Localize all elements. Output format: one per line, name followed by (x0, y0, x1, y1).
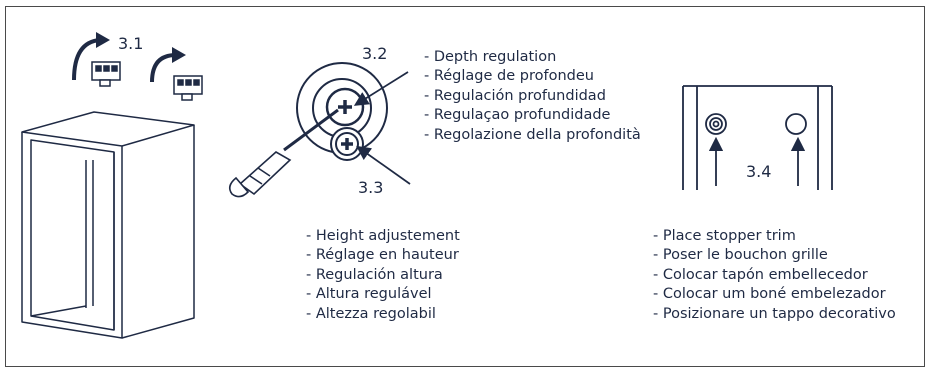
side-panel-icon (682, 85, 833, 190)
step-number-3-1: 3.1 (118, 34, 144, 53)
hinge-plate-icon (91, 61, 203, 101)
height-adjustment-list: - Height adjustement - Réglage en hauteu… (306, 227, 460, 324)
stopper-trim-icon (705, 113, 807, 135)
list-item: - Altura regulável (306, 286, 432, 303)
screwdriver-icon (228, 108, 339, 198)
list-item: - Regulación profundidad (424, 87, 606, 104)
list-item: - Colocar um boné embelezador (653, 286, 886, 303)
list-item: - Regolazione della profondità (424, 126, 641, 143)
list-item: - Height adjustement (306, 228, 460, 244)
stopper-trim-list: - Place stopper trim - Poser le bouchon … (653, 227, 896, 324)
list-item: - Colocar tapón embellecedor (653, 266, 868, 283)
step-number-3-2: 3.2 (362, 44, 388, 63)
cabinet-icon (21, 111, 195, 339)
list-item: - Altezza regolabil (306, 305, 436, 322)
list-item: - Posizionare un tappo decorativo (653, 305, 896, 322)
list-item: - Depth regulation (424, 49, 557, 65)
list-item: - Réglage en hauteur (306, 247, 459, 264)
list-item: - Regulaçao profundidade (424, 107, 611, 124)
list-item: - Poser le bouchon grille (653, 247, 828, 264)
list-item: - Place stopper trim (653, 228, 796, 244)
screw-head-icon (338, 100, 353, 150)
diagram-frame (5, 6, 925, 367)
list-item: - Réglage de profondeu (424, 68, 594, 85)
step-number-3-4: 3.4 (746, 162, 772, 181)
list-item: - Regulación altura (306, 266, 443, 283)
step-number-3-3: 3.3 (358, 178, 384, 197)
depth-regulation-list: - Depth regulation - Réglage de profonde… (424, 48, 641, 145)
